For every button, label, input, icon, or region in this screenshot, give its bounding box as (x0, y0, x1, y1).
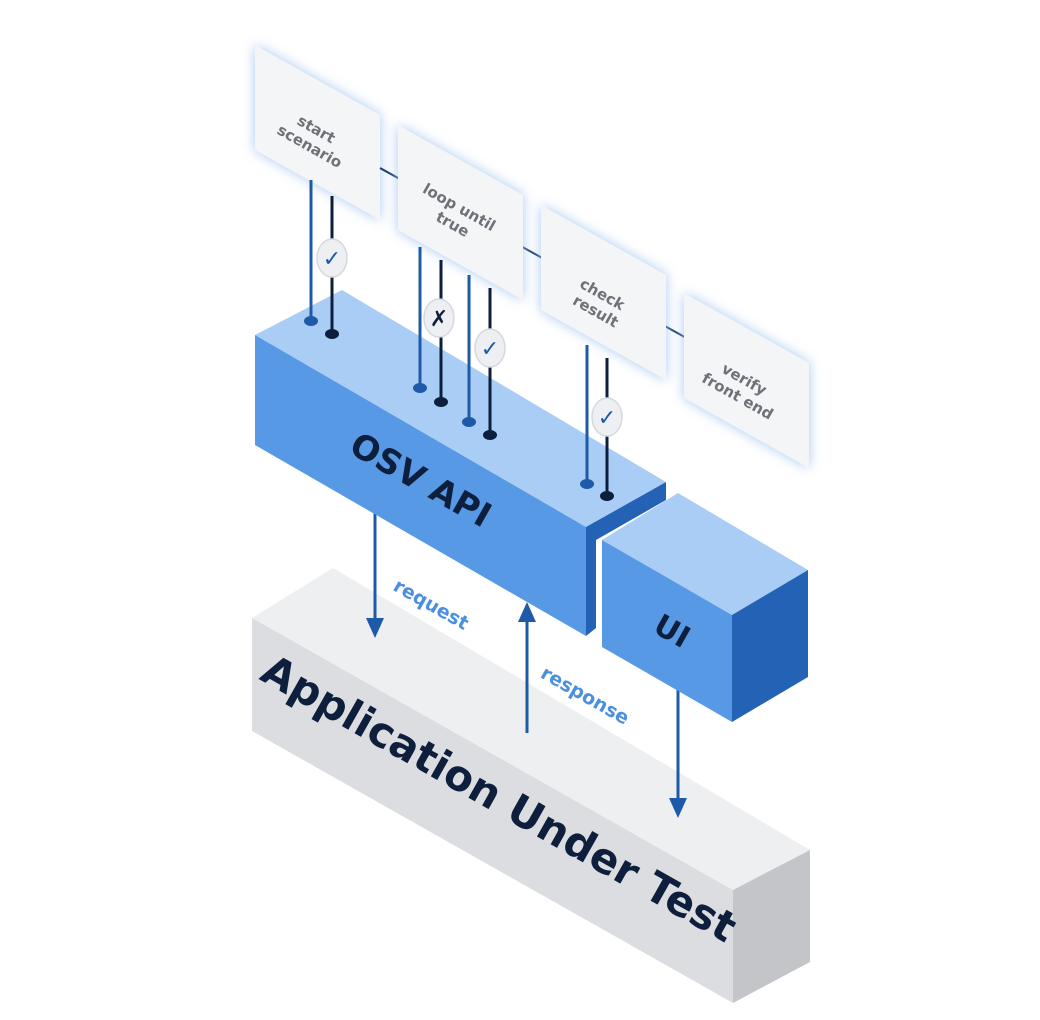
aut-side-face (733, 850, 810, 1003)
ui-arrow (669, 690, 687, 818)
aut-top-face (252, 568, 810, 890)
svg-text:✗: ✗ (430, 307, 448, 332)
cross-icon: ✗ (423, 298, 455, 338)
api-side-face (586, 482, 666, 636)
response-arrow (518, 602, 536, 733)
check-icon: ✓ (591, 397, 623, 437)
svg-text:✓: ✓ (323, 247, 341, 272)
svg-text:✓: ✓ (598, 406, 616, 431)
request-arrow (366, 510, 384, 638)
ui-block: UI (602, 493, 808, 722)
step-card-check-result: check result (541, 205, 666, 380)
ui-front-face (602, 540, 732, 722)
osv-api-block: OSV API (255, 290, 666, 636)
ui-side-face (732, 570, 808, 722)
svg-text:✓: ✓ (481, 337, 499, 362)
check-icon: ✓ (474, 328, 506, 368)
step-card-verify-front-end: verify front end (684, 293, 809, 468)
aut-front-face (252, 618, 733, 1003)
api-top-face (255, 290, 666, 527)
step-card-start-scenario: start scenario (255, 45, 380, 220)
check-icon: ✓ (316, 238, 348, 278)
ui-top-face (602, 493, 808, 615)
api-front-face (255, 335, 586, 636)
step-card-loop-until-true: loop until true (398, 125, 523, 300)
